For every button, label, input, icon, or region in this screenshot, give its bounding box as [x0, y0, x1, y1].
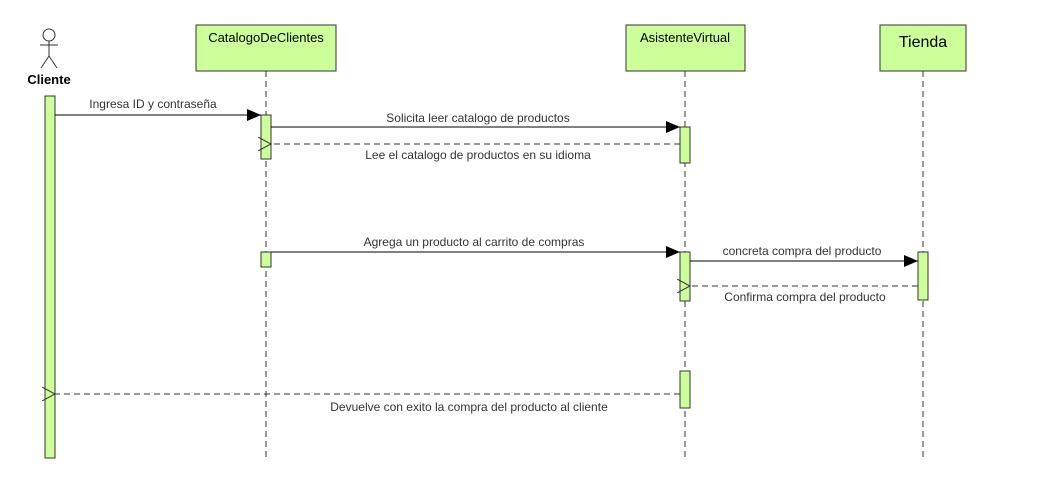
- lifeline-catalogo-header[interactable]: CatalogoDeClientes: [195, 24, 337, 72]
- message-label: Devuelve con exito la compra del product…: [330, 400, 608, 414]
- actor-cliente[interactable]: Cliente: [27, 28, 71, 87]
- message-label: Ingresa ID y contraseña: [89, 97, 217, 111]
- activation-tienda-1: [917, 251, 929, 301]
- message-label: Solicita leer catalogo de productos: [386, 111, 569, 125]
- lifeline-tienda-header[interactable]: Tienda: [879, 24, 967, 72]
- lifeline-tienda-title: Tienda: [899, 34, 947, 51]
- activation-asistente-1: [679, 126, 691, 164]
- message-6[interactable]: Confirma compra del producto: [690, 286, 918, 304]
- activation-asistente-2: [679, 251, 691, 302]
- message-1[interactable]: Ingresa ID y contraseña: [55, 97, 261, 121]
- lifeline-asistente-title: AsistenteVirtual: [640, 30, 730, 45]
- message-5[interactable]: concreta compra del producto: [690, 244, 918, 267]
- activation-cliente: [44, 95, 56, 459]
- message-label: Lee el catalogo de productos en su idiom…: [365, 148, 591, 162]
- message-label: concreta compra del producto: [723, 244, 882, 258]
- message-label: Agrega un producto al carrito de compras: [364, 235, 585, 249]
- stick-figure-actor-icon: [40, 28, 58, 69]
- actor-name: Cliente: [27, 72, 70, 87]
- message-4[interactable]: Agrega un producto al carrito de compras: [271, 235, 680, 258]
- lifeline-asistente-header[interactable]: AsistenteVirtual: [625, 24, 746, 72]
- activation-catalogo-1: [260, 114, 272, 160]
- message-2[interactable]: Solicita leer catalogo de productos: [271, 111, 680, 133]
- message-3[interactable]: Lee el catalogo de productos en su idiom…: [271, 144, 680, 162]
- activation-catalogo-2: [260, 251, 272, 268]
- message-7[interactable]: Devuelve con exito la compra del product…: [55, 394, 680, 414]
- message-label: Confirma compra del producto: [724, 290, 886, 304]
- lifeline-catalogo-title: CatalogoDeClientes: [208, 30, 324, 45]
- activation-asistente-3: [679, 370, 691, 409]
